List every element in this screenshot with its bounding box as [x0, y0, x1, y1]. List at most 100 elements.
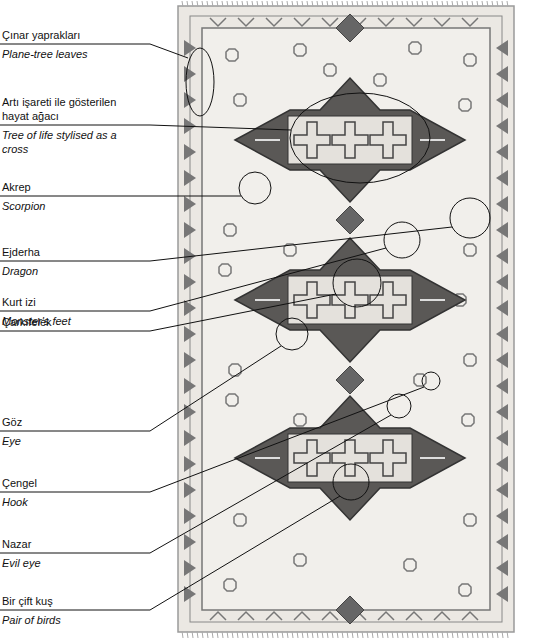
fringe: [437, 631, 438, 638]
fringe: [442, 1, 443, 7]
fringe: [392, 1, 393, 7]
fringe: [357, 631, 358, 638]
medallion: [235, 238, 465, 362]
callout-label: Nazar: [2, 537, 148, 551]
border-motif: [434, 612, 450, 620]
fringe: [477, 1, 478, 7]
border-motif: [496, 326, 508, 342]
border-motif: [210, 612, 226, 620]
border-motif: [238, 18, 254, 26]
fringe: [217, 1, 218, 7]
callout-circle: [276, 318, 308, 350]
border-motif: [496, 248, 508, 264]
fringe: [307, 1, 308, 7]
small-motif: [459, 584, 471, 596]
small-motif: [374, 74, 386, 86]
fringe: [387, 1, 388, 7]
fringe: [222, 631, 223, 638]
small-motif: [234, 94, 246, 106]
fringe: [427, 1, 428, 7]
fringe: [217, 631, 218, 638]
fringe: [297, 1, 298, 7]
fringe: [497, 631, 498, 638]
border-motif: [184, 560, 196, 576]
fringe: [197, 631, 198, 638]
fringe: [492, 631, 493, 638]
border-motif: [496, 222, 508, 238]
callout-circle: [333, 259, 381, 307]
fringe: [447, 631, 448, 638]
border-motif: [378, 612, 394, 620]
medallion-core: [288, 116, 412, 164]
label-turkish: Kurt izi: [2, 295, 148, 309]
callout-circle: [290, 93, 430, 183]
fringe: [357, 1, 358, 7]
fringe: [242, 1, 243, 7]
fringe: [212, 631, 213, 638]
fringe: [432, 631, 433, 638]
border-motif: [184, 534, 196, 550]
fringe: [317, 1, 318, 7]
fringe: [407, 631, 408, 638]
rug-field: [202, 28, 490, 610]
axis-diamond: [336, 206, 364, 234]
small-motif: [294, 414, 306, 426]
callout-circle: [422, 372, 440, 390]
fringe: [472, 631, 473, 638]
fringe: [252, 631, 253, 638]
fringe: [477, 631, 478, 638]
fringe: [292, 631, 293, 638]
leader-line: [0, 196, 241, 197]
label-english: Plane-tree leaves: [2, 47, 148, 61]
label-turkish: Çınar yaprakları: [2, 28, 148, 42]
medallion-line: [420, 139, 445, 141]
border-motif: [184, 456, 196, 472]
fringe: [277, 631, 278, 638]
border-motif: [184, 196, 196, 212]
border-motif: [496, 118, 508, 134]
fringe: [397, 1, 398, 7]
border-motif: [210, 18, 226, 26]
fringe: [297, 631, 298, 638]
callout-circle: [239, 172, 271, 204]
leader-line: [0, 346, 281, 431]
fringe: [287, 1, 288, 7]
fringe: [182, 631, 183, 638]
fringe: [337, 631, 338, 638]
callout-label: Plane-tree leaves: [2, 47, 148, 61]
border-motif: [496, 66, 508, 82]
medallion-line: [255, 139, 280, 141]
fringe: [362, 1, 363, 7]
border-motif: [184, 144, 196, 160]
border-motif: [184, 404, 196, 420]
callout-label: Çarkıfelek: [2, 315, 148, 329]
small-motif: [234, 514, 246, 526]
fringe: [192, 1, 193, 7]
border-motif: [496, 508, 508, 524]
rug-pattern: [182, 1, 508, 638]
medallion-line: [420, 299, 445, 301]
fringe: [502, 1, 503, 7]
leader-line: [0, 387, 424, 492]
fringe: [377, 1, 378, 7]
fringe: [232, 631, 233, 638]
callout-label: Evil eye: [2, 556, 148, 570]
fringe: [252, 1, 253, 7]
label-english: Tree of life stylised as a cross: [2, 128, 130, 156]
fringe: [487, 631, 488, 638]
border-motif: [496, 456, 508, 472]
fringe: [302, 631, 303, 638]
border-motif: [184, 326, 196, 342]
small-motif: [409, 42, 421, 54]
fringe: [232, 1, 233, 7]
fringe: [352, 1, 353, 7]
medallion-line: [255, 299, 280, 301]
cross-motif: [294, 122, 330, 158]
callout-label: Pair of birds: [2, 613, 148, 627]
border-motif: [496, 534, 508, 550]
fringe: [257, 631, 258, 638]
callout-label: Akrep: [2, 180, 148, 194]
callout-label: Dragon: [2, 264, 148, 278]
border-motif: [238, 612, 254, 620]
axis-diamond: [336, 596, 364, 624]
